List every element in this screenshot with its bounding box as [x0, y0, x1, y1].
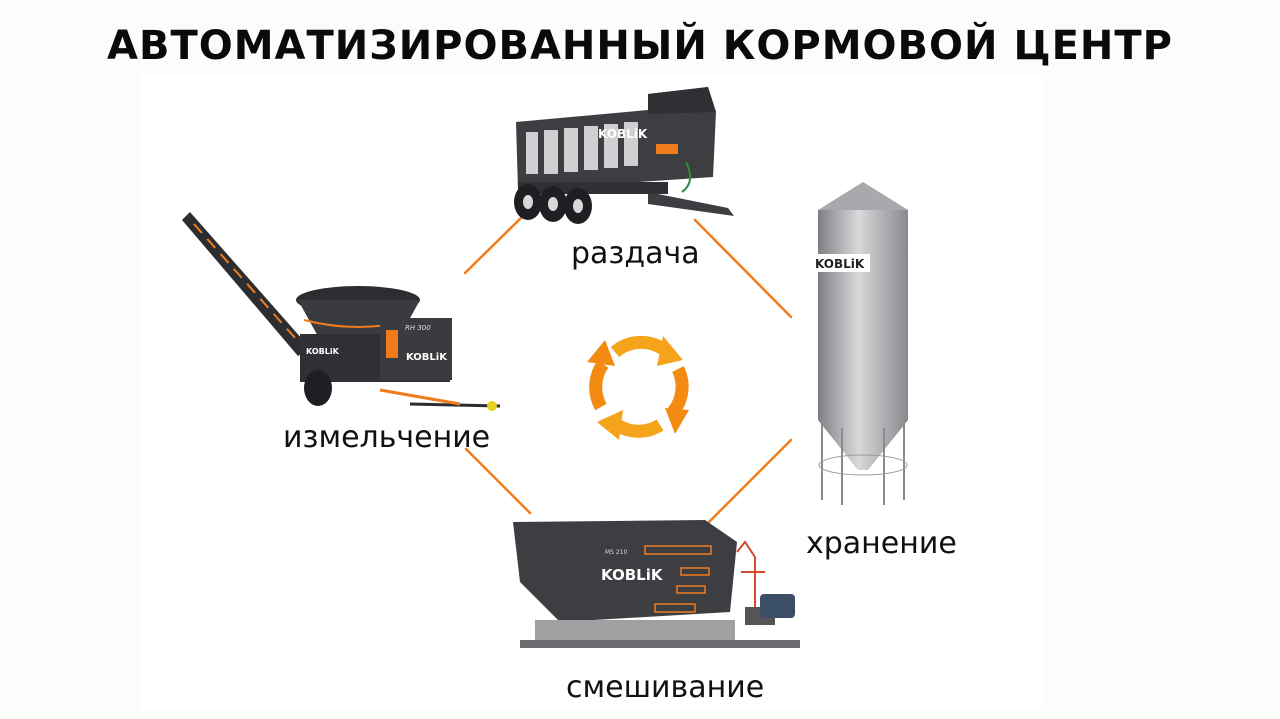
page-title: АВТОМАТИЗИРОВАННЫЙ КОРМОВОЙ ЦЕНТР	[107, 23, 1173, 69]
svg-text:RH 300: RH 300	[405, 324, 431, 332]
connector-grinding-distribution	[463, 214, 525, 275]
brand-logo: KOBLiK	[406, 352, 448, 363]
stage-label-storage: хранение	[806, 526, 957, 561]
stationary-mixer-image: MS 210 KOBLiK	[513, 520, 800, 648]
silo-image: KOBLiK	[812, 182, 908, 505]
stage-label-mixing: смешивание	[566, 670, 765, 705]
stage-label-grinding: измельчение	[283, 420, 491, 455]
svg-text:KOBLiK: KOBLiK	[306, 347, 340, 356]
brand-logo: KOBLiK	[598, 127, 648, 141]
brand-logo: KOBLiK	[815, 257, 865, 271]
stage-label-distribution: раздача	[571, 236, 700, 271]
cycle-arrows-icon	[587, 335, 689, 440]
bale-grinder-image: RH 300 KOBLiK KOBLiK	[182, 212, 501, 411]
brand-logo: KOBLiK	[601, 566, 664, 584]
connector-storage-mixing	[699, 438, 793, 532]
feed-distributor-trailer-image: KOBLiK	[514, 87, 734, 224]
svg-text:MS 210: MS 210	[605, 549, 628, 556]
connector-distribution-storage	[693, 218, 793, 319]
connector-mixing-grinding	[464, 447, 532, 515]
